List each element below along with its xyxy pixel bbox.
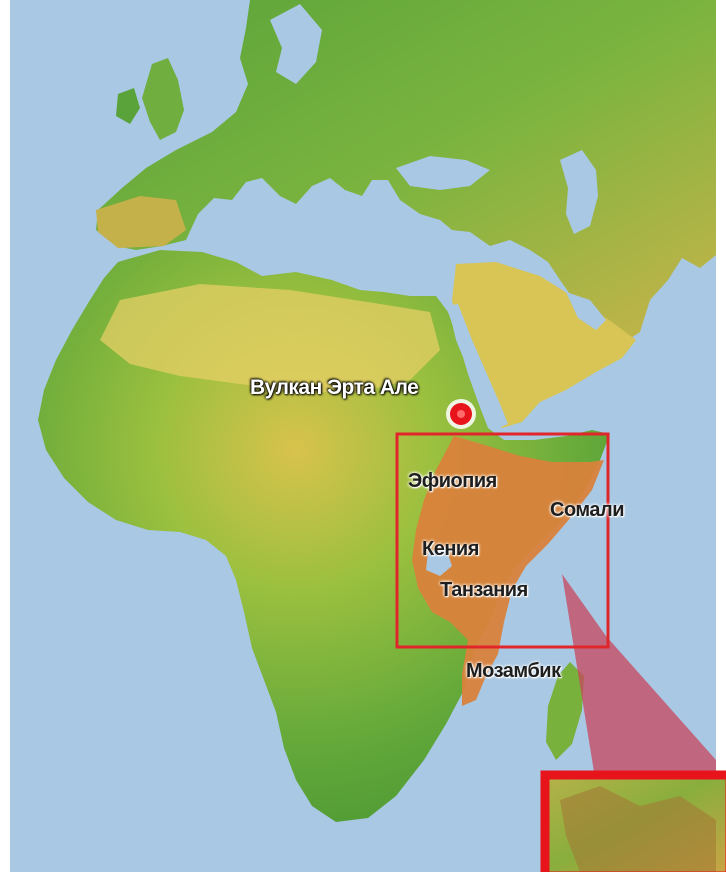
iberia-land	[96, 196, 186, 248]
country-label-kenya: Кения	[422, 538, 479, 560]
madagascar-land	[546, 662, 584, 760]
lake-victoria	[426, 548, 452, 576]
africa-land	[38, 250, 610, 822]
black-sea	[396, 156, 490, 190]
country-label-ethiopia: Эфиопия	[408, 470, 497, 492]
red-sea	[448, 304, 508, 428]
volcano-label: Вулкан Эрта Але	[250, 376, 419, 399]
region-frame	[395, 432, 610, 649]
baltic-sea	[270, 4, 322, 84]
country-label-mozambique: Мозамбик	[466, 660, 561, 682]
persian-gulf	[566, 292, 606, 330]
country-label-tanzania: Танзания	[440, 579, 528, 601]
caspian-sea	[560, 150, 598, 234]
arabia-land	[452, 262, 636, 428]
inset-terrain	[560, 786, 716, 872]
frame-left	[0, 0, 10, 872]
britain-land	[142, 58, 184, 140]
east-africa-highlight	[412, 436, 604, 706]
frame-right	[716, 0, 726, 872]
sahara-desert	[100, 284, 440, 392]
inset-frame	[540, 770, 726, 872]
ireland-land	[116, 88, 140, 124]
country-label-somalia: Сомали	[550, 499, 625, 521]
volcano-burst-icon	[446, 399, 476, 429]
zoom-callout	[562, 574, 716, 772]
